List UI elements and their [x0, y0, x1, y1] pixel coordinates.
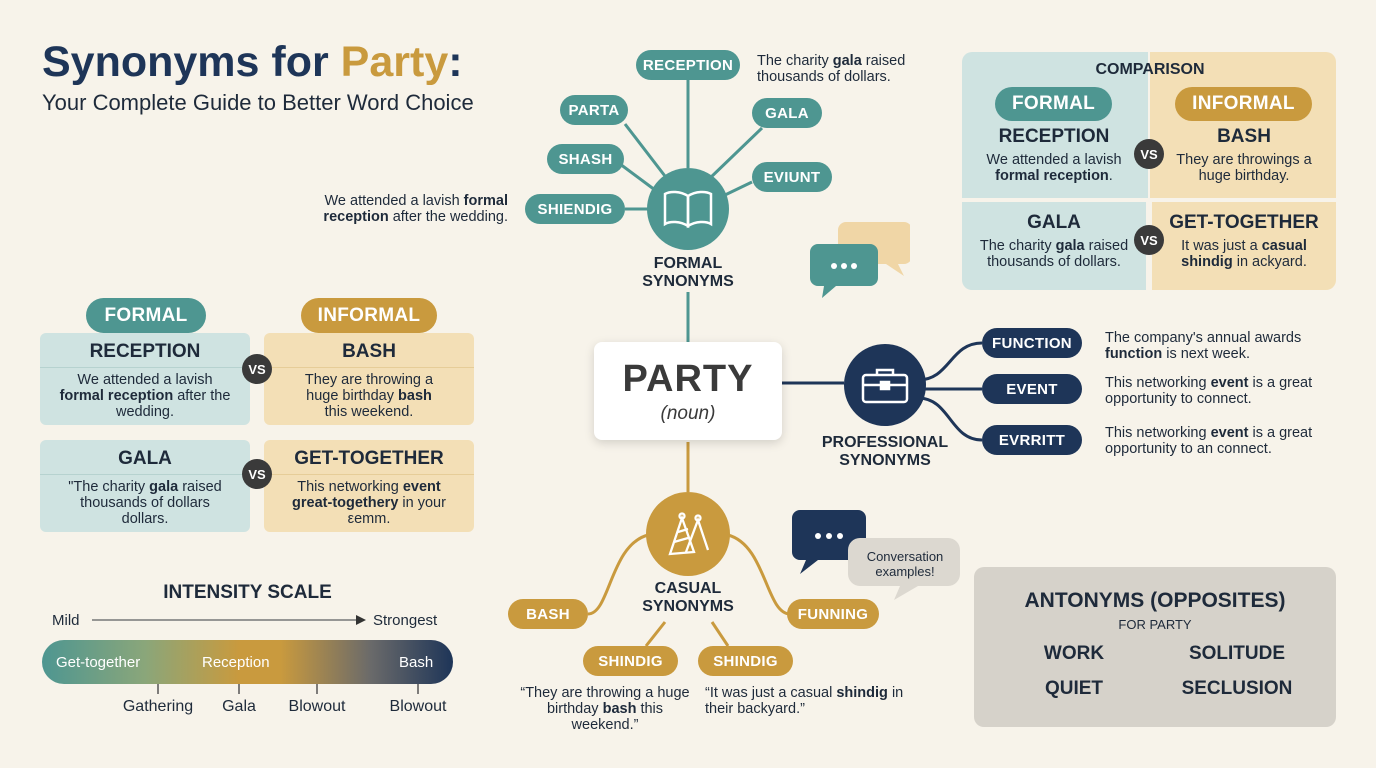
- title-part-3: :: [448, 38, 463, 86]
- left-card-get-together-title: GET-TOGETHER: [294, 448, 444, 469]
- casual-pill-shindig-2: SHINDIG: [698, 646, 793, 676]
- conversation-examples-text: Conversation examples!: [866, 549, 944, 579]
- intensity-strongest: Strongest: [373, 612, 438, 629]
- formal-pill-parta: PARTA: [560, 95, 628, 125]
- center-word: PARTY: [622, 358, 754, 400]
- right-informal-label: INFORMAL: [1175, 87, 1312, 121]
- right-card-bash-title: BASH: [1217, 126, 1271, 147]
- left-informal-label: INFORMAL: [301, 298, 437, 333]
- right-formal-label: FORMAL: [995, 87, 1112, 121]
- formal-label-line1: FORMAL: [653, 255, 723, 272]
- right-comparison-panel: [962, 52, 1336, 290]
- right-card-get-together-title: GET-TOGETHER: [1169, 212, 1319, 233]
- casual-label-line2: SYNONYMS: [642, 598, 734, 615]
- intensity-mild: Mild: [52, 612, 80, 629]
- right-card-gala-title: GALA: [1027, 212, 1081, 233]
- briefcase-icon: [844, 344, 926, 426]
- formal-pill-shiendig: SHIENDIG: [525, 194, 625, 224]
- intensity-arrow: [92, 615, 366, 625]
- antonym-solitude: SOLITUDE: [1188, 643, 1286, 664]
- intensity-tick-blowout-2: Blowout: [389, 698, 447, 715]
- casual-category-label: CASUAL SYNONYMS: [618, 580, 758, 616]
- left-card-bash-title: BASH: [342, 341, 396, 362]
- professional-example-event: This networking event is a great opportu…: [1105, 375, 1313, 407]
- antonym-quiet: QUIET: [1044, 678, 1104, 699]
- antonym-work: WORK: [1043, 643, 1105, 664]
- intensity-tick-gathering: Gathering: [122, 698, 194, 715]
- antonym-seclusion: SECLUSION: [1181, 678, 1293, 699]
- intensity-bar-label-1: Get-together: [56, 654, 141, 671]
- casual-label-line1: CASUAL: [654, 580, 722, 597]
- right-vs-badge-1: VS: [1134, 139, 1164, 169]
- professional-category-label: PROFESSIONAL SYNONYMS: [810, 434, 960, 470]
- professional-label-line2: SYNONYMS: [839, 452, 931, 469]
- right-card-reception-title: RECEPTION: [998, 126, 1110, 147]
- professional-label-line1: PROFESSIONAL: [821, 434, 949, 451]
- formal-pill-eviunt: EVIUNT: [752, 162, 832, 192]
- conversation-bubble: [848, 538, 960, 600]
- casual-example-shindig: “It was just a casual shindig in their b…: [705, 685, 904, 717]
- left-card-gala-title: GALA: [118, 448, 172, 469]
- formal-shiendig-example: We attended a lavish formal reception af…: [323, 193, 508, 225]
- party-hat-icon: [646, 492, 730, 576]
- formal-pill-reception: RECEPTION: [636, 50, 740, 80]
- antonyms-panel: ANTONYMS (OPPOSITES) FOR PARTY WORK SOLI…: [974, 567, 1336, 727]
- casual-pill-bash: BASH: [508, 599, 588, 629]
- casual-example-bash: “They are throwing a huge birthday bash …: [520, 685, 690, 733]
- title-part-1: Synonyms for: [42, 38, 341, 86]
- casual-pill-funning: FUNNING: [787, 599, 879, 629]
- left-card-reception-title: RECEPTION: [89, 341, 201, 362]
- intensity-bar: [42, 640, 453, 684]
- professional-pill-function: FUNCTION: [982, 328, 1082, 358]
- intensity-tick-gala: Gala: [222, 698, 256, 715]
- professional-pill-evrritt: EVRRITT: [982, 425, 1082, 455]
- left-vs-badge-1: VS: [242, 354, 272, 384]
- book-icon: [647, 168, 729, 250]
- intensity-title: INTENSITY SCALE: [163, 582, 332, 603]
- center-pos: (noun): [660, 403, 716, 424]
- intensity-bar-label-3: Bash: [399, 654, 434, 671]
- professional-example-evrritt: This networking event is a great opportu…: [1105, 425, 1313, 457]
- antonyms-subtitle: FOR PARTY: [1118, 617, 1192, 632]
- professional-example-function: The company's annual awards function is …: [1105, 330, 1302, 362]
- formal-pill-gala: GALA: [752, 98, 822, 128]
- casual-pill-shindig-1: SHINDIG: [583, 646, 678, 676]
- antonyms-title: ANTONYMS (OPPOSITES): [1024, 589, 1286, 612]
- formal-label-line2: SYNONYMS: [642, 273, 734, 290]
- formal-gala-example: The charity gala raised thousands of dol…: [757, 53, 906, 85]
- left-vs-badge-2: VS: [242, 459, 272, 489]
- center-word-card: PARTY (noun): [594, 342, 782, 440]
- page-subtitle: Your Complete Guide to Better Word Choic…: [42, 90, 474, 115]
- professional-pill-event: EVENT: [982, 374, 1082, 404]
- chat-bubbles-icon: [810, 222, 910, 298]
- title-part-2: Party: [340, 38, 449, 86]
- intensity-tick-blowout-1: Blowout: [288, 698, 346, 715]
- page-title: Synonyms for Party:: [42, 38, 463, 87]
- chat-dots-icon: [792, 510, 866, 574]
- intensity-bar-label-2: Reception: [202, 654, 270, 671]
- formal-pill-shash: SHASH: [547, 144, 624, 174]
- intensity-ticks: [157, 684, 419, 694]
- formal-category-label: FORMAL SYNONYMS: [618, 255, 758, 291]
- left-formal-label: FORMAL: [86, 298, 206, 333]
- right-comparison-heading: COMPARISON: [1095, 61, 1205, 78]
- right-vs-badge-2: VS: [1134, 225, 1164, 255]
